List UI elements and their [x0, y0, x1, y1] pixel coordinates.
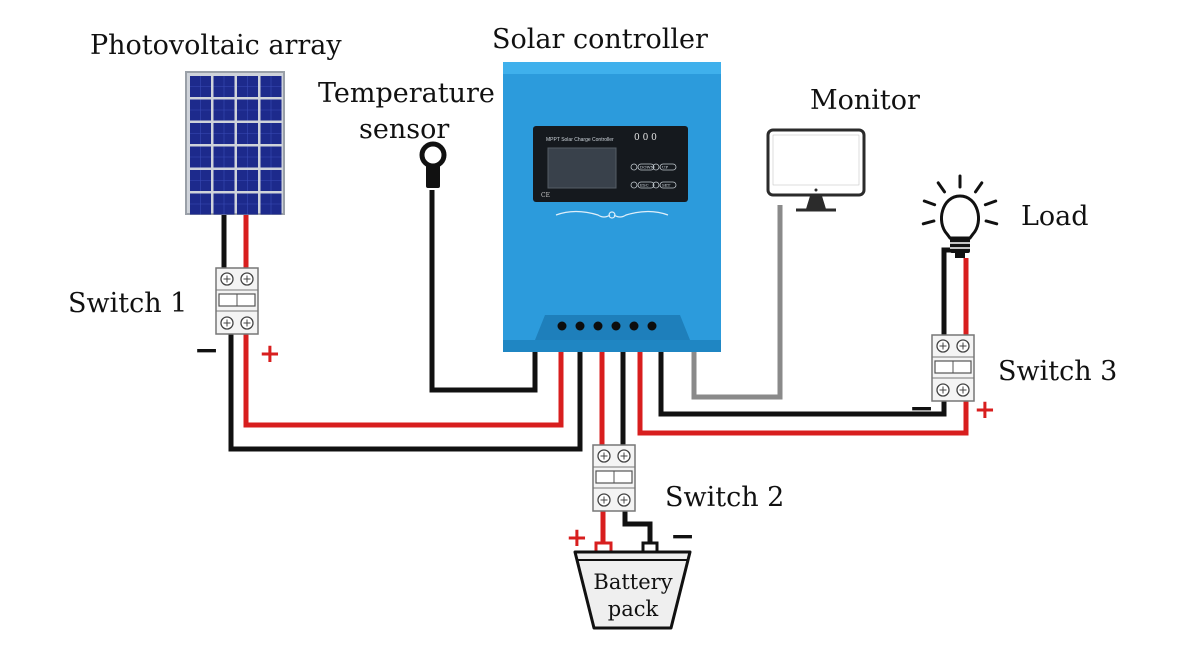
- battery-label-line1: Battery: [593, 570, 672, 594]
- temperature-sensor-label-line2: sensor: [359, 114, 449, 145]
- terminal-screw: [647, 321, 657, 331]
- controller-button-down[interactable]: DOWN: [630, 163, 655, 171]
- battery-negative-wire: [622, 510, 653, 544]
- switch1-minus-sign: −: [194, 333, 219, 368]
- monitor-icon: [766, 128, 866, 212]
- controller-terminal-block: [535, 315, 690, 340]
- temperature-sensor-label-line1: Temperature: [318, 78, 495, 109]
- battery-label-line2: pack: [608, 597, 659, 621]
- controller-button-esc[interactable]: ESC: [630, 181, 655, 189]
- monitor-cable: [691, 205, 783, 400]
- controller-model-text: MPPT Solar Charge Controller: [546, 137, 614, 143]
- terminal-screw: [629, 321, 639, 331]
- controller-button-set[interactable]: SET: [652, 181, 677, 189]
- terminal-screw: [557, 321, 567, 331]
- load-label: Load: [1021, 201, 1089, 232]
- solar-controller-label: Solar controller: [492, 24, 708, 55]
- switch-3-label: Switch 3: [998, 356, 1117, 387]
- terminal-screw: [611, 321, 621, 331]
- controller-lcd-screen: [547, 147, 617, 189]
- switch3-minus-sign: −: [909, 391, 934, 426]
- controller-button-up[interactable]: UP: [652, 163, 677, 171]
- controller-decoration: [555, 210, 669, 219]
- switch-1-label: Switch 1: [68, 288, 187, 319]
- switch1-negative-to-controller-wire: [228, 333, 583, 452]
- battery-minus-sign: −: [670, 519, 695, 554]
- temperature-sensor-icon: [419, 141, 447, 188]
- lightbulb-icon: [921, 174, 999, 258]
- status-led-indicators: 0 0 0: [634, 133, 657, 143]
- wires: [221, 190, 969, 544]
- labels: Photovoltaic array Solar controller Temp…: [68, 24, 1117, 621]
- switch3-plus-sign: +: [974, 395, 996, 425]
- switch3-positive-wire: [637, 352, 969, 436]
- photovoltaic-panel: [185, 71, 285, 215]
- ce-mark: CE: [541, 192, 550, 199]
- controller-display-panel: MPPT Solar Charge Controller 0 0 0 CE DO…: [533, 126, 688, 202]
- switch-1-breaker: [215, 267, 259, 335]
- monitor-label: Monitor: [810, 85, 920, 116]
- controller-button-label: SET: [662, 183, 671, 188]
- switch-2-breaker: [592, 444, 636, 512]
- switch1-plus-sign: +: [259, 339, 281, 369]
- switch1-positive-to-controller-wire: [243, 333, 564, 428]
- switch-2-label: Switch 2: [665, 482, 784, 513]
- battery-pack-icon: [573, 541, 692, 630]
- battery-plus-sign: +: [566, 523, 588, 553]
- temperature-sensor-wire: [429, 190, 538, 393]
- polarity-markers: − + − + + −: [194, 333, 996, 554]
- terminal-screw: [575, 321, 585, 331]
- controller-button-label: UP: [662, 165, 668, 170]
- controller-button-label: ESC: [640, 183, 649, 188]
- controller-button-label: DOWN: [640, 165, 655, 170]
- solar-controller-unit: MPPT Solar Charge Controller 0 0 0 CE DO…: [503, 62, 721, 352]
- load-negative-wire: [941, 247, 955, 337]
- photovoltaic-array-label: Photovoltaic array: [90, 30, 342, 61]
- switch-3-breaker: [931, 334, 975, 402]
- terminal-screw: [593, 321, 603, 331]
- switch3-negative-wire: [658, 352, 947, 417]
